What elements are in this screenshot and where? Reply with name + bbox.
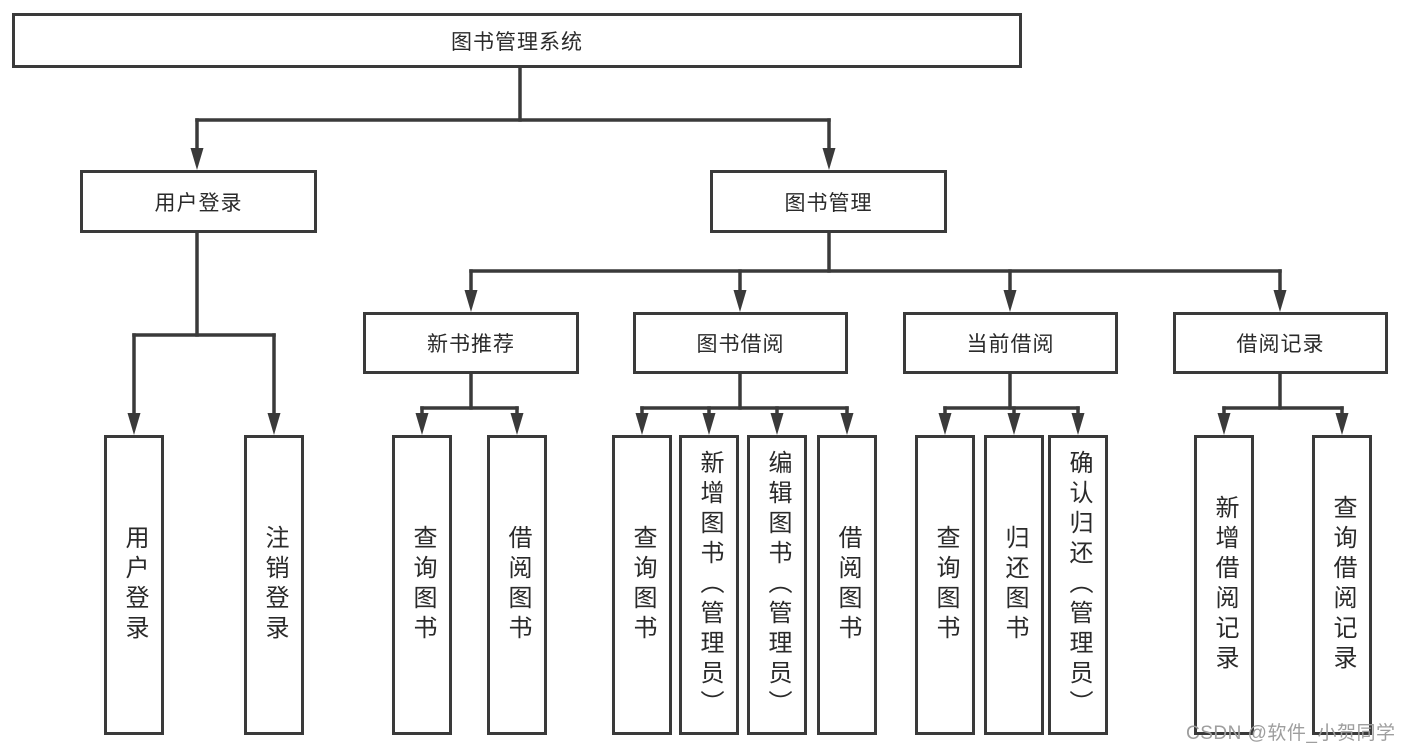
node-borrow-records: 借阅记录 (1173, 312, 1388, 374)
node-leaf-logout: 注销登录 (244, 435, 304, 735)
node-label: 归还图书 (1001, 525, 1028, 645)
node-leaf-return-books: 归还图书 (984, 435, 1044, 735)
node-leaf-borrow-books-2: 借阅图书 (817, 435, 877, 735)
node-label: 用户登录 (154, 191, 243, 215)
node-label: 编辑图书（管理员） (764, 450, 791, 720)
node-leaf-borrow-books-1: 借阅图书 (487, 435, 547, 735)
node-leaf-query-books-2: 查询图书 (612, 435, 672, 735)
node-label: 查询借阅记录 (1329, 495, 1356, 675)
arrowheads (127, 148, 1349, 435)
node-label: 借阅图书 (504, 525, 531, 645)
node-label: 查询图书 (409, 525, 436, 645)
node-book-management: 图书管理 (710, 170, 947, 233)
node-label: 借阅图书 (834, 525, 861, 645)
node-leaf-confirm-return-admin: 确认归还（管理员） (1048, 435, 1108, 735)
node-leaf-query-books-3: 查询图书 (915, 435, 975, 735)
node-label: 查询图书 (629, 525, 656, 645)
node-label: 确认归还（管理员） (1065, 450, 1092, 720)
node-new-book-recommend: 新书推荐 (363, 312, 579, 374)
node-label: 查询图书 (932, 525, 959, 645)
node-leaf-user-login: 用户登录 (104, 435, 164, 735)
node-label: 图书管理系统 (451, 30, 583, 54)
node-book-borrowing: 图书借阅 (633, 312, 848, 374)
node-leaf-add-books-admin: 新增图书（管理员） (679, 435, 739, 735)
node-label: 用户登录 (121, 525, 148, 645)
node-label: 新书推荐 (427, 333, 515, 356)
node-label: 注销登录 (261, 525, 288, 645)
node-leaf-query-books-1: 查询图书 (392, 435, 452, 735)
node-label: 图书借阅 (696, 333, 785, 356)
node-label: 新增图书（管理员） (696, 450, 723, 720)
node-leaf-edit-books-admin: 编辑图书（管理员） (747, 435, 807, 735)
node-current-borrowing: 当前借阅 (903, 312, 1118, 374)
node-leaf-query-borrow-record: 查询借阅记录 (1312, 435, 1372, 735)
node-label: 新增借阅记录 (1211, 495, 1238, 675)
node-library-management-system: 图书管理系统 (12, 13, 1022, 68)
node-leaf-add-borrow-record: 新增借阅记录 (1194, 435, 1254, 735)
node-label: 当前借阅 (966, 333, 1055, 356)
node-label: 图书管理 (784, 191, 873, 215)
csdn-watermark: CSDN @软件_小贺同学 (1186, 723, 1396, 744)
node-user-login: 用户登录 (80, 170, 317, 233)
node-label: 借阅记录 (1236, 333, 1325, 356)
